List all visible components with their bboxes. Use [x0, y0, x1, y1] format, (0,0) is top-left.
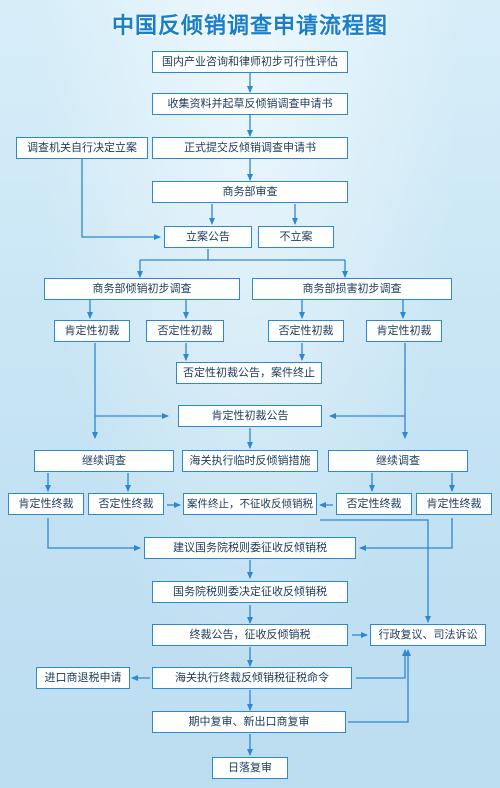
- page-title: 中国反倾销调查申请流程图: [111, 14, 388, 39]
- assess-box: 国内产业咨询和律师初步可行性评估: [152, 51, 348, 73]
- sunset-review-box: 日落复审: [212, 757, 288, 779]
- file-case-box: 立案公告: [164, 226, 252, 248]
- customs-provisional-box: 海关执行临时反倾销措施: [182, 450, 318, 472]
- refund-box: 进口商退税申请: [36, 667, 130, 689]
- submit-box: 正式提交反倾销调查申请书: [152, 137, 348, 159]
- recommend-box: 建议国务院税则委征收反倾销税: [144, 537, 356, 559]
- connector: [320, 519, 431, 623]
- dumping-prelim-box: 商务部倾销初步调查: [44, 278, 240, 300]
- continue-left-box: 继续调查: [34, 450, 174, 472]
- pos-final-2-box: 肯定性终裁: [416, 493, 492, 515]
- neg-prelim-left-box: 否定性初裁: [146, 320, 224, 342]
- decide-box: 国务院税则委决定征收反倾销税: [152, 581, 348, 603]
- connector: [81, 159, 161, 240]
- self-decide-box: 调查机关自行决定立案: [16, 137, 148, 159]
- neg-prelim-right-box: 否定性初裁: [268, 320, 344, 342]
- connector: [47, 518, 141, 551]
- pos-prelim-right-box: 肯定性初裁: [366, 320, 442, 342]
- continue-right-box: 继续调查: [328, 450, 468, 472]
- pos-final-1-box: 肯定性终裁: [8, 493, 84, 515]
- admin-review-box: 行政复议、司法诉讼: [370, 624, 486, 646]
- case-terminated-box: 案件终止，不征收反倾销税: [183, 493, 317, 515]
- no-case-box: 不立案: [258, 226, 334, 248]
- pos-prelim-notice-box: 肯定性初裁公告: [178, 405, 322, 427]
- interim-review-box: 期中复审、新出口商复审: [152, 711, 346, 733]
- final-notice-box: 终裁公告，征收反倾销税: [152, 624, 348, 646]
- collect-box: 收集资料并起草反倾销调查申请书: [152, 93, 348, 115]
- connector: [348, 649, 411, 723]
- mofcom-review-box: 商务部审查: [152, 181, 348, 203]
- connector: [359, 518, 453, 551]
- customs-final-box: 海关执行终裁反倾销税征税命令: [152, 667, 352, 689]
- neg-prelim-notice-box: 否定性初裁公告，案件终止: [176, 362, 322, 384]
- neg-final-2-box: 否定性终裁: [336, 493, 412, 515]
- connector: [356, 649, 408, 679]
- injury-prelim-box: 商务部损害初步调查: [252, 278, 452, 300]
- neg-final-1-box: 否定性终裁: [88, 493, 164, 515]
- pos-prelim-left-box: 肯定性初裁: [54, 320, 130, 342]
